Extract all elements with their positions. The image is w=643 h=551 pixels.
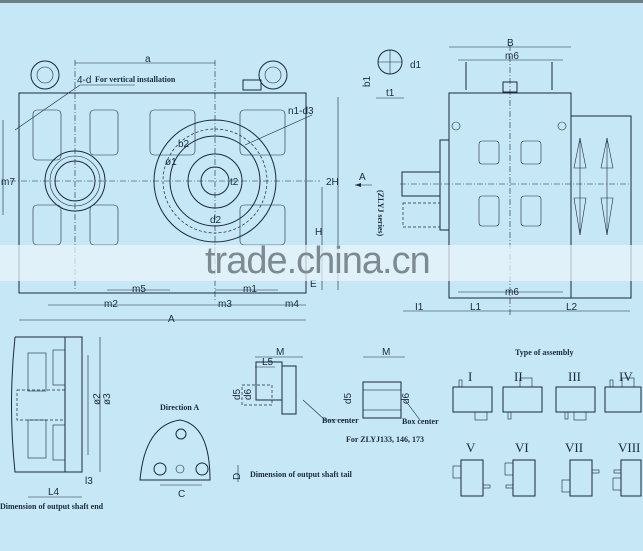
d6-label-2: d6 — [401, 392, 412, 404]
l2-label: L2 — [566, 302, 578, 313]
watermark-band — [0, 245, 643, 281]
t1-label: t1 — [386, 88, 395, 99]
c-label: C — [178, 489, 185, 500]
m6-bottom-label: m6 — [505, 287, 519, 298]
assembly-type-2: II — [514, 369, 523, 384]
m3-label: m3 — [218, 299, 232, 310]
assembly-type-8: VIII — [618, 440, 640, 455]
m6-top-label: m6 — [505, 51, 519, 62]
shaft-tail-views — [241, 356, 421, 421]
d1-label: ø1 — [165, 157, 177, 168]
m5-label: m5 — [132, 284, 146, 295]
side-view — [355, 45, 632, 315]
i1-label: I1 — [415, 302, 424, 313]
assembly-type-6: VI — [515, 440, 529, 455]
assembly-type-5: V — [466, 440, 476, 455]
d-label: D — [232, 473, 243, 480]
d5-label-1: d5 — [232, 388, 243, 400]
d5-label-2: d5 — [343, 392, 354, 404]
e-label: E — [310, 279, 317, 290]
l5-label: L5 — [262, 357, 274, 368]
assembly-title: Type of assembly — [515, 348, 574, 357]
m-label-2: M — [382, 347, 390, 358]
shaft-end-title: Dimension of output shaft end — [0, 502, 104, 511]
vertical-install-note: For vertical installation — [95, 75, 176, 84]
m4-label: m4 — [285, 299, 299, 310]
t2-label: t2 — [230, 177, 239, 188]
d3-shaft-label: ø3 — [102, 393, 113, 405]
shaft-tail-title: Dimension of output shaft tail — [250, 470, 353, 479]
dim-a: a — [145, 54, 151, 65]
b2-label: b2 — [178, 139, 190, 150]
assembly-type-1: I — [468, 369, 472, 384]
h-label: H — [315, 227, 322, 238]
b1-label: b1 — [362, 75, 373, 87]
m1-label: m1 — [243, 284, 257, 295]
d6-label-1: d6 — [243, 388, 254, 400]
l4-label: L4 — [48, 487, 60, 498]
direction-a-title: Direction A — [160, 403, 199, 412]
a-total-label: A — [168, 314, 175, 325]
series-note: (ZLYJ series) — [376, 190, 385, 236]
bolt-circle-label: n1-d3 — [288, 106, 314, 117]
b-label: B — [507, 38, 514, 49]
assembly-type-7: VII — [565, 440, 583, 455]
m-label-1: M — [276, 347, 284, 358]
assembly-types — [452, 377, 642, 497]
d2-shaft-label: ø2 — [92, 393, 103, 405]
l3-label: l3 — [85, 476, 93, 487]
box-center-label-1: Box center — [322, 416, 359, 425]
direction-arrow-label: A — [359, 172, 366, 183]
d1-key-label: d1 — [410, 60, 422, 71]
zlyj-note: For ZLYJ133, 146, 173 — [346, 435, 424, 444]
shaft-end-section — [11, 336, 101, 498]
m2-label: m2 — [104, 299, 118, 310]
d2-label: d2 — [210, 215, 222, 226]
direction-a-view — [139, 419, 239, 486]
assembly-type-4: IV — [619, 369, 633, 384]
box-center-label-2: Box center — [402, 417, 439, 426]
2h-label: 2H — [326, 177, 339, 188]
holes-label: 4-d — [77, 75, 91, 86]
l1-label: L1 — [470, 302, 482, 313]
assembly-type-3: III — [568, 369, 581, 384]
top-border — [0, 0, 643, 3]
watermark-text: trade.china.cn — [205, 240, 431, 282]
left-dim-label: m7 — [1, 177, 15, 188]
